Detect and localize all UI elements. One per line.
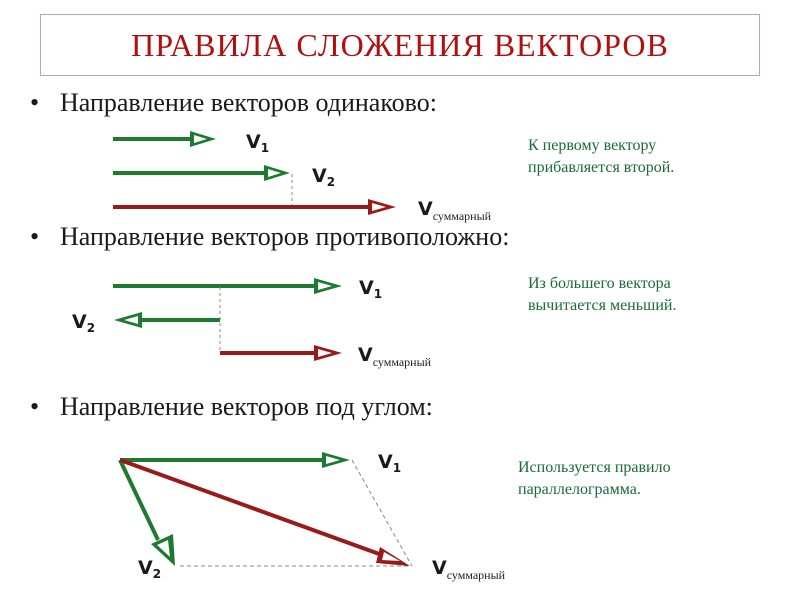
note-line: прибавляется второй.	[528, 159, 675, 176]
diagram-same-direction: V1 V2 Vсуммарный	[113, 131, 492, 223]
arrowhead-inner	[157, 540, 170, 557]
section-heading: Направление векторов противоположно:	[60, 222, 510, 251]
note-line: вычитается меньший.	[528, 297, 677, 314]
bullet: •	[30, 222, 40, 251]
bullet: •	[30, 392, 40, 421]
label-v2: V2	[312, 165, 335, 189]
diagram-opposite-direction: V1 V2 Vсуммарный	[72, 277, 432, 369]
vector-sum	[119, 458, 383, 557]
note-line: К первому вектору	[528, 137, 657, 154]
diagram-angle: V1 V2 Vсуммарный	[118, 451, 506, 582]
note-line: Используется правило	[518, 459, 671, 476]
title-box: ПРАВИЛА СЛОЖЕНИЯ ВЕКТОРОВ	[40, 14, 760, 76]
note-same-direction: К первому вектору прибавляется второй.	[528, 135, 674, 179]
label-v1: V1	[378, 451, 401, 475]
section-opposite-direction: • Направление векторов противоположно:	[30, 222, 509, 252]
dashed-guide	[351, 459, 413, 567]
label-v2: V2	[138, 557, 161, 581]
arrowhead-inner	[194, 135, 207, 143]
section-heading: Направление векторов под углом:	[60, 392, 433, 421]
note-line: параллелограмма.	[518, 481, 641, 498]
label-v2: V2	[72, 311, 95, 335]
arrowhead	[376, 547, 410, 566]
vector-v2	[118, 459, 160, 541]
arrowhead-inner	[326, 456, 340, 464]
label-v1: V1	[359, 277, 382, 301]
label-v1: V1	[246, 131, 269, 155]
section-heading: Направление векторов одинаково:	[60, 88, 437, 117]
arrowhead-inner	[124, 316, 138, 324]
label-vsum: Vсуммарный	[432, 557, 506, 582]
bullet: •	[30, 88, 40, 117]
arrowhead-inner	[318, 349, 332, 357]
arrowhead-inner	[372, 203, 386, 211]
note-line: Из большего вектора	[528, 275, 671, 292]
label-vsum: Vсуммарный	[418, 198, 492, 223]
page-title: ПРАВИЛА СЛОЖЕНИЯ ВЕКТОРОВ	[131, 26, 669, 63]
arrowhead-inner	[268, 169, 281, 177]
arrowhead-inner	[382, 552, 400, 561]
arrowhead-inner	[318, 282, 332, 290]
note-angle: Используется правило параллелограмма.	[518, 457, 671, 501]
section-same-direction: • Направление векторов одинаково:	[30, 88, 437, 118]
note-opposite-direction: Из большего вектора вычитается меньший.	[528, 273, 676, 317]
label-vsum: Vсуммарный	[358, 344, 432, 369]
section-angle: • Направление векторов под углом:	[30, 392, 433, 422]
